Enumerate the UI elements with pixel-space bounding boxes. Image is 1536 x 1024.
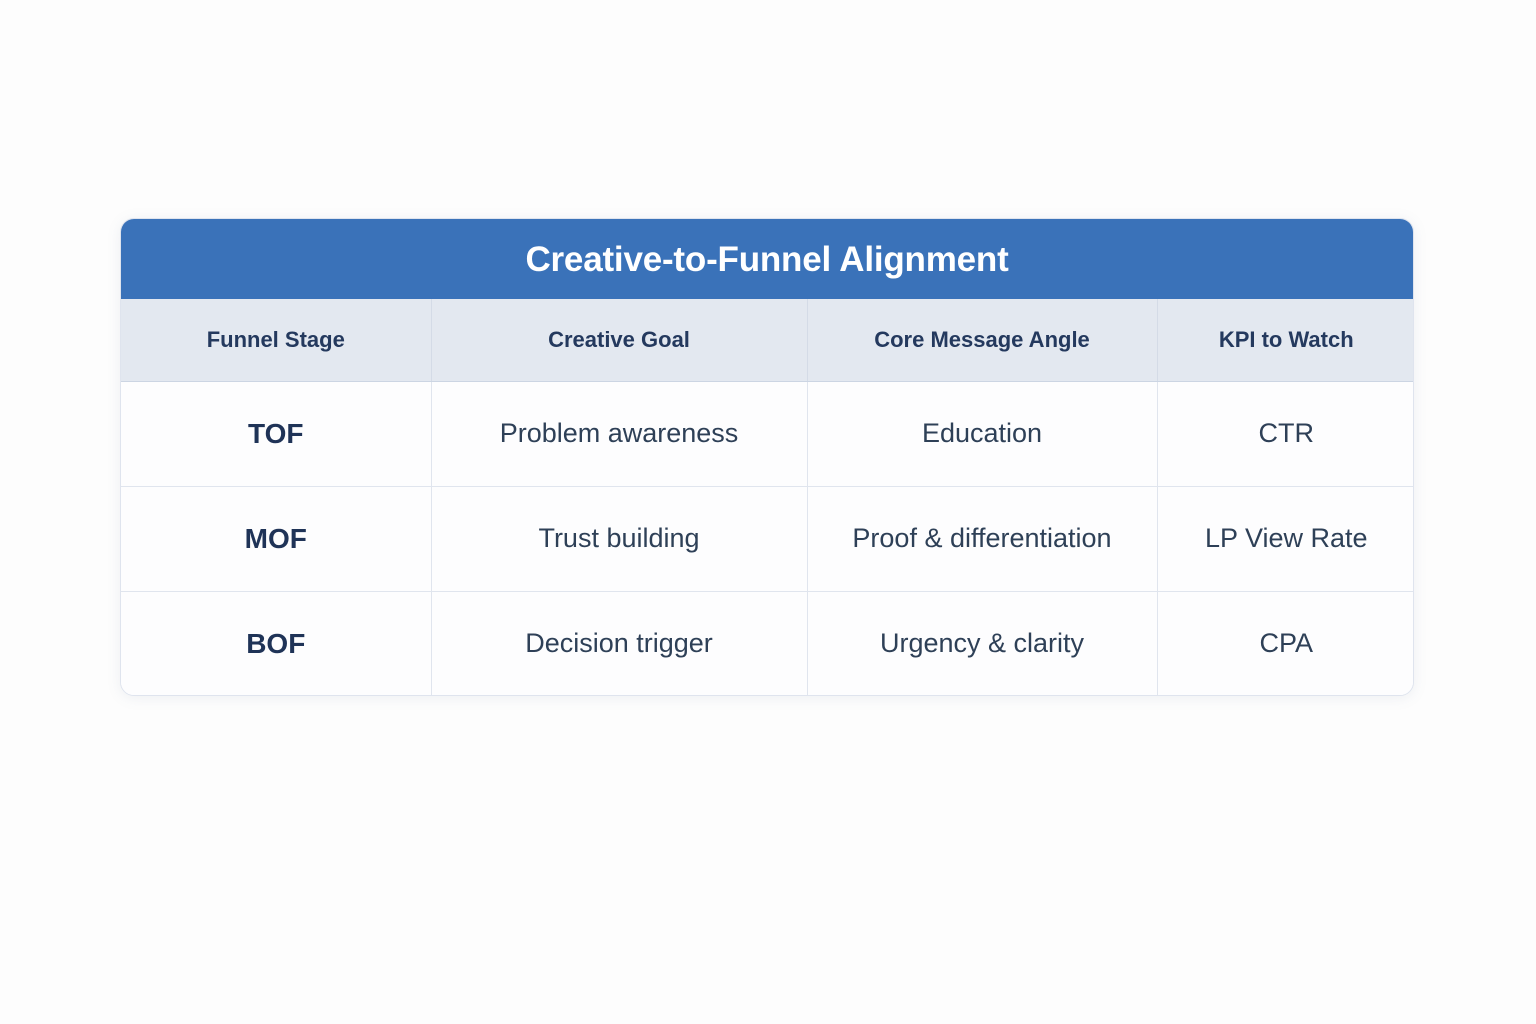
- cell-funnel-stage: BOF: [121, 591, 432, 695]
- table-body: TOF Problem awareness Education CTR MOF …: [121, 381, 1413, 695]
- column-header-kpi-to-watch: KPI to Watch: [1157, 299, 1413, 382]
- page-title: Creative-to-Funnel Alignment: [525, 239, 1009, 279]
- cell-core-message-angle: Urgency & clarity: [807, 591, 1158, 695]
- cell-core-message-angle: Education: [807, 381, 1158, 487]
- column-header-funnel-stage: Funnel Stage: [121, 299, 432, 382]
- table-row: TOF Problem awareness Education CTR: [121, 381, 1413, 487]
- cell-funnel-stage: TOF: [121, 381, 432, 487]
- cell-creative-goal: Decision trigger: [431, 591, 808, 695]
- card-title-bar: Creative-to-Funnel Alignment: [121, 219, 1413, 299]
- alignment-table: Funnel Stage Creative Goal Core Message …: [121, 299, 1413, 695]
- table-header: Funnel Stage Creative Goal Core Message …: [121, 299, 1413, 382]
- cell-core-message-angle: Proof & differentiation: [807, 486, 1158, 592]
- cell-kpi-to-watch: CPA: [1157, 591, 1413, 695]
- table-row: BOF Decision trigger Urgency & clarity C…: [121, 591, 1413, 695]
- creative-to-funnel-alignment-card: Creative-to-Funnel Alignment Funnel Stag…: [120, 218, 1414, 696]
- column-header-creative-goal: Creative Goal: [431, 299, 808, 382]
- table-row: MOF Trust building Proof & differentiati…: [121, 486, 1413, 592]
- cell-kpi-to-watch: LP View Rate: [1157, 486, 1413, 592]
- cell-funnel-stage: MOF: [121, 486, 432, 592]
- cell-kpi-to-watch: CTR: [1157, 381, 1413, 487]
- cell-creative-goal: Trust building: [431, 486, 808, 592]
- column-header-core-message-angle: Core Message Angle: [807, 299, 1158, 382]
- cell-creative-goal: Problem awareness: [431, 381, 808, 487]
- table-header-row: Funnel Stage Creative Goal Core Message …: [121, 299, 1413, 382]
